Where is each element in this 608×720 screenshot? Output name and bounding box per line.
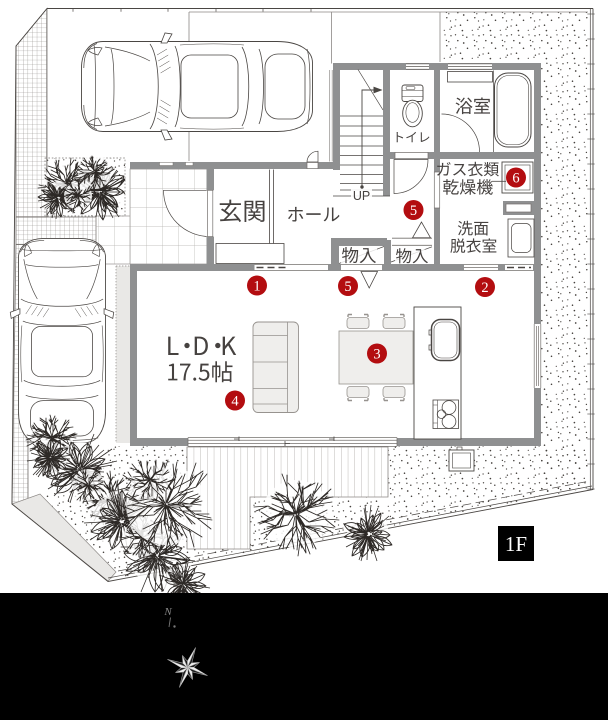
- back-door: [306, 150, 319, 169]
- compass-rose: [167, 647, 208, 688]
- marker-2: 2: [475, 277, 495, 297]
- marker-3-circle: [367, 343, 387, 364]
- stove: [432, 399, 459, 429]
- toilet-door: [393, 152, 429, 194]
- marker-5a-number: 5: [344, 279, 351, 295]
- marker-5a-circle: [338, 276, 358, 296]
- toilet-fixture: [401, 84, 424, 128]
- hall-ldk-opening: [291, 264, 328, 271]
- label-gas-dryer-line1: [436, 161, 499, 177]
- porch-wall-vents: [159, 162, 194, 166]
- compass-north-line: [168, 617, 171, 628]
- marker-4-number: 4: [231, 393, 239, 409]
- bath-counter: [447, 71, 493, 83]
- marker-4-circle: [225, 390, 245, 411]
- washer-niche: [505, 203, 532, 213]
- tree-deck-left: [118, 459, 213, 555]
- entrance-door: [163, 189, 214, 237]
- marker-5b-number: 5: [410, 203, 417, 219]
- marker-5a: 5: [338, 276, 358, 296]
- car-top: [81, 32, 313, 141]
- dining-chairs: [346, 313, 406, 402]
- room-label-ldk-area: [168, 361, 233, 383]
- compass-north-label: N: [163, 606, 172, 618]
- ground-gravel-right: [541, 62, 588, 496]
- ldk-east-window: [533, 324, 542, 388]
- room-label-storage-right: [395, 248, 429, 264]
- marker-4: 4: [225, 390, 245, 411]
- staircase: [333, 69, 390, 201]
- storage-left-door-triangle: [360, 271, 379, 289]
- porch-eave-line: [329, 70, 333, 162]
- storage-right-door: [392, 237, 432, 246]
- sofa: [252, 321, 299, 413]
- washbasin: [507, 218, 535, 258]
- toilet-window: [406, 63, 429, 70]
- room-label-hall: [288, 206, 340, 222]
- side-passage-strip: [115, 265, 130, 443]
- svg-text:1F: 1F: [505, 532, 527, 556]
- ground-gravel-topright: [441, 12, 588, 62]
- marker-6-circle: [506, 167, 526, 188]
- bottom-band: N: [0, 593, 608, 720]
- washroom-door: [433, 171, 441, 209]
- shrub-deck-right: [343, 504, 393, 562]
- bath-window: [448, 63, 492, 70]
- marker-6-number: 6: [512, 170, 519, 186]
- room-label-entrance: [219, 199, 265, 223]
- bathtub: [493, 70, 532, 152]
- marker-3-number: 3: [373, 346, 380, 362]
- marker-5b-circle: [403, 200, 424, 220]
- washroom-south-window-b: [505, 264, 533, 271]
- ac-outdoor-unit: [448, 446, 475, 472]
- marker-1-circle: [247, 275, 267, 296]
- room-label-toilet: [396, 131, 430, 143]
- floor-tag: 1F: [498, 526, 534, 561]
- planter-shrubs: [37, 155, 126, 221]
- tree-deck-middle: [253, 473, 340, 557]
- shoe-cabinet: [215, 243, 285, 264]
- room-label-ldk: [168, 336, 237, 355]
- label-gas-dryer-line2: [443, 179, 493, 195]
- marker-1-number: 1: [253, 278, 260, 294]
- marker-1: 1: [247, 275, 267, 296]
- marker-3: 3: [367, 343, 387, 364]
- car-left: [9, 238, 115, 444]
- marker-6: 6: [506, 167, 526, 188]
- garden-shrubs-bottomleft: [25, 414, 211, 612]
- ldk-deck-sliding-doors: [187, 436, 398, 447]
- storage-left-door: [341, 264, 382, 271]
- bath-door: [441, 113, 480, 153]
- storage-right-door-triangle: [411, 221, 432, 239]
- room-label-bathroom: [455, 97, 490, 115]
- compass-north-dot: [173, 625, 176, 628]
- marker-5b: 5: [403, 200, 424, 220]
- stairs-up-label: UP: [353, 189, 370, 203]
- marker-2-circle: [475, 277, 495, 297]
- room-label-washroom-line1: [457, 220, 489, 236]
- washroom-south-window: [464, 264, 498, 271]
- entrance-step-edge: [269, 169, 274, 244]
- ldk-north-window-a: [254, 264, 291, 271]
- wood-deck: [186, 446, 389, 550]
- room-label-storage-left: [341, 247, 377, 264]
- marker-2-number: 2: [481, 280, 488, 296]
- room-label-washroom-line2: [450, 238, 497, 253]
